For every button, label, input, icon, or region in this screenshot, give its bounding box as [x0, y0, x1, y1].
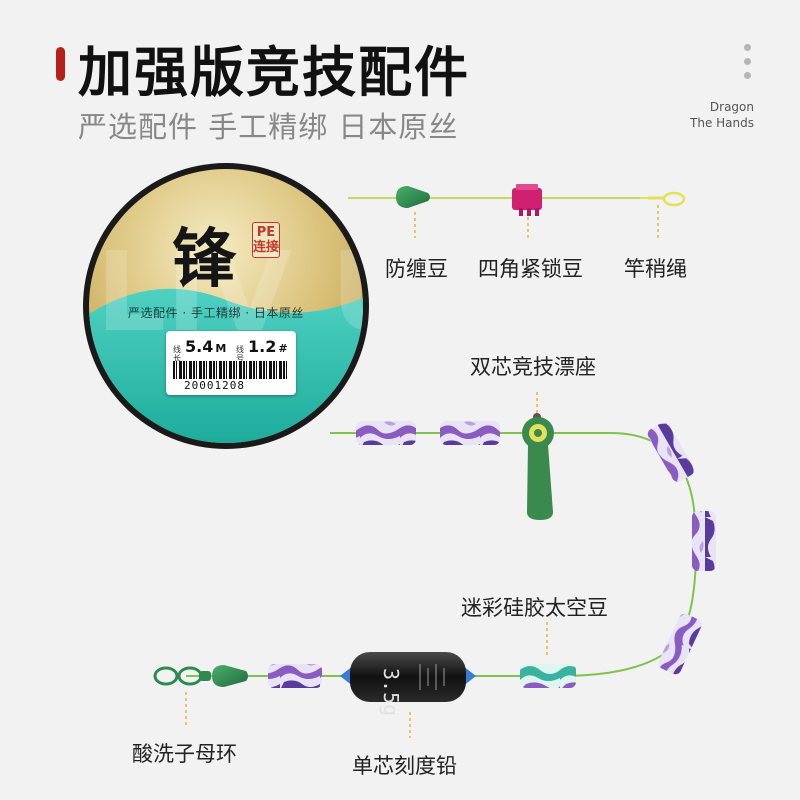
line-size-label: 线号	[236, 345, 244, 363]
sinker-weight-marking: 3.5g	[379, 668, 403, 716]
line-length-unit: M	[215, 342, 227, 355]
label-camo-silicone-space-bead: 迷彩硅胶太空豆	[461, 596, 608, 620]
barcode	[173, 361, 289, 379]
space-bead	[440, 421, 500, 445]
more-options-icon[interactable]	[744, 44, 752, 86]
line-length-value: 5.4	[185, 337, 214, 356]
label-swivel: 酸洗子母环	[132, 742, 237, 766]
line-size-value: 1.2	[248, 337, 277, 356]
label-single-core-sinker: 单芯刻度铅	[352, 754, 457, 778]
single-core-sinker: 3.5g	[340, 652, 476, 716]
label-anti-tangle-bead: 防缠豆	[385, 257, 448, 281]
anti-tangle-bead	[396, 186, 430, 208]
label-four-corner-lock-bead: 四角紧锁豆	[478, 257, 583, 281]
barcode-number: 20001208	[184, 379, 245, 392]
spool-badge: PE连接	[252, 222, 280, 258]
space-bead-teal	[520, 664, 576, 688]
brand-line-2: The Hands	[690, 116, 754, 130]
title-accent-bar	[56, 47, 65, 81]
space-bead	[692, 511, 716, 571]
spool-label-tag: 线长 5.4 M 线号 1.2 # 20001208	[166, 331, 296, 395]
spool-tagline: 严选配件 · 手工精绑 · 日本原丝	[128, 306, 304, 320]
four-corner-lock-bead	[512, 184, 542, 216]
line-size-unit: #	[278, 342, 288, 355]
page-title: 加强版竞技配件	[78, 41, 470, 104]
pointer-lines	[185, 205, 659, 738]
line-length-label: 线长	[173, 345, 181, 363]
rod-tip-line-loop	[648, 191, 686, 207]
space-bead	[268, 664, 322, 688]
label-rod-tip-line: 竿稍绳	[624, 257, 687, 281]
swivel	[153, 665, 248, 687]
brand-line-1: Dragon	[709, 100, 754, 114]
spool-name: 锋	[172, 223, 236, 297]
page-subtitle: 严选配件 手工精绑 日本原丝	[78, 110, 459, 144]
brand-mark: Dragon The Hands	[690, 99, 754, 131]
label-double-core-float-seat: 双芯竞技漂座	[470, 355, 596, 379]
line-spool: LIV U	[83, 163, 369, 449]
space-bead	[647, 422, 695, 482]
space-bead	[658, 613, 702, 675]
space-bead	[356, 421, 416, 445]
double-core-float-seat	[522, 417, 554, 520]
